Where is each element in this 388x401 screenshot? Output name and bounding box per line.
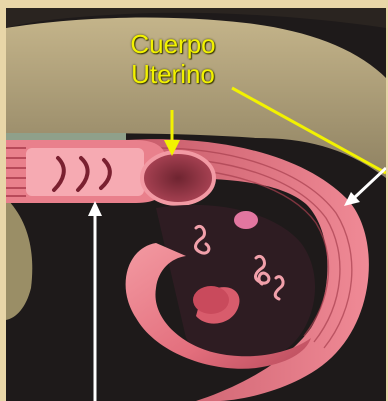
label-cuerpo: Cuerpo (118, 30, 228, 58)
label-uterino: Uterino (118, 60, 228, 88)
anatomy-illustration: Cuerpo Uterino (6, 8, 386, 401)
